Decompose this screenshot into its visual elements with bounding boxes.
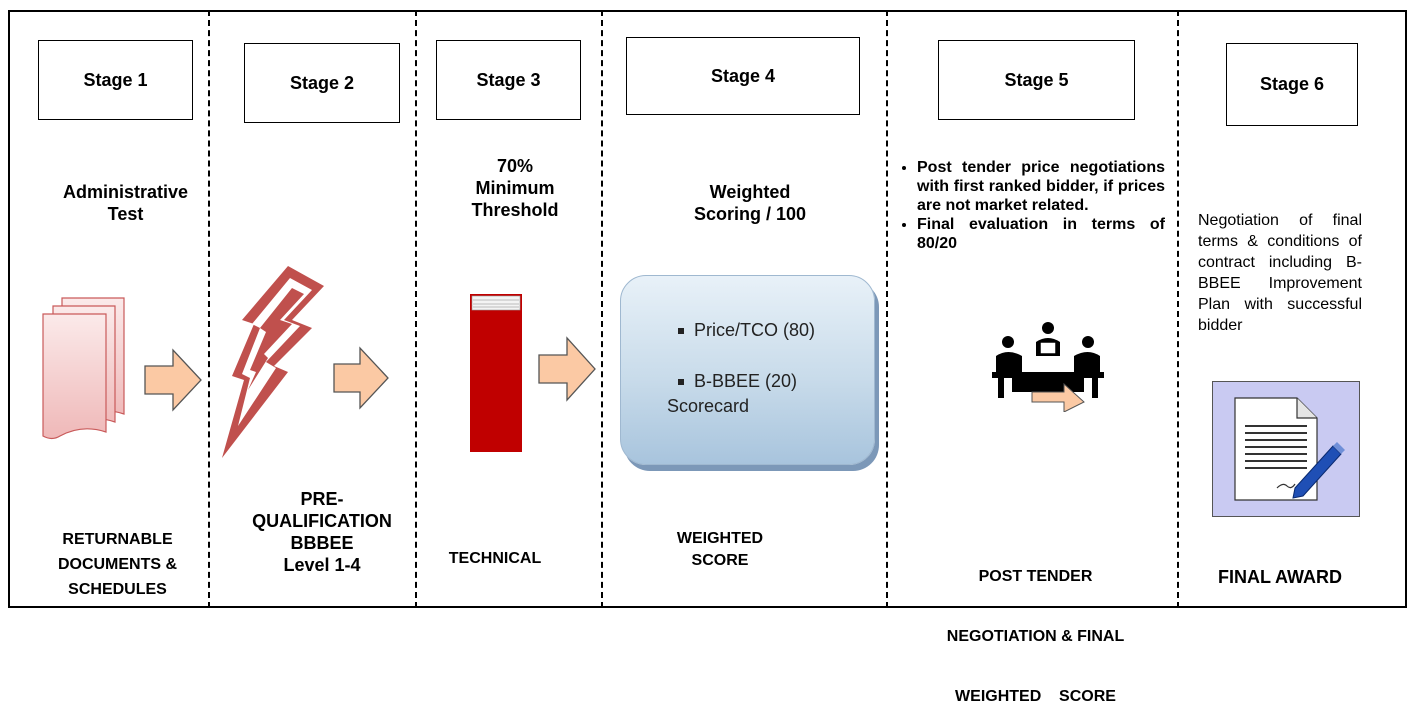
- award-panel: [1212, 381, 1360, 517]
- stage-4-box: Stage 4: [626, 37, 860, 115]
- criteria-price: Price/TCO (80): [678, 319, 815, 342]
- stage-1-box: Stage 1: [38, 40, 193, 120]
- stage-2-label: Stage 2: [289, 72, 355, 93]
- stage-4-bottom: WEIGHTED SCORE: [676, 530, 764, 569]
- arrow-right-icon: [144, 348, 202, 412]
- divider-2: [415, 10, 417, 608]
- stage-3-bottom: TECHNICAL: [448, 550, 542, 567]
- bullet-square-icon: [678, 328, 684, 335]
- arrow-right-icon: [538, 336, 596, 402]
- meeting-icon: [992, 322, 1104, 412]
- stage-1-bottom: RETURNABLE DOCUMENTS & SCHEDULES: [57, 531, 178, 598]
- stage-6-label: Stage 6: [1259, 74, 1325, 94]
- stage-3-box: Stage 3: [436, 40, 581, 120]
- diagram-frame: [8, 10, 1407, 608]
- lightning-bolt-icon: [222, 266, 324, 458]
- bullet-final-evaluation: Final evaluation in terms of 80/20: [917, 215, 1165, 253]
- criteria-panel: Price/TCO (80) B-BBEE (20) Scorecard: [620, 275, 875, 465]
- stage-6-box: Stage 6: [1226, 43, 1358, 126]
- stage-1-title: Administrative Test: [62, 182, 189, 224]
- criteria-scorecard: Scorecard: [667, 396, 750, 416]
- stage-6-bottom: FINAL AWARD: [1218, 567, 1342, 587]
- stage-4-label: Stage 4: [710, 65, 776, 86]
- stage-5-bottom: POST TENDER NEGOTIATION & FINAL WEIGHTED…: [946, 568, 1125, 705]
- stage-6-description: Negotiation of final terms & conditions …: [1198, 212, 1362, 334]
- stage-2-box: Stage 2: [244, 43, 400, 123]
- stage-5-bullets: Post tender price negotiations with firs…: [903, 158, 1165, 253]
- stage-3-title: 70% Minimum Threshold: [471, 156, 559, 220]
- criteria-bbbee: B-BBEE (20): [678, 370, 797, 393]
- book-icon: [470, 294, 522, 452]
- stage-1-label: Stage 1: [83, 69, 148, 90]
- divider-4: [886, 10, 888, 608]
- stage-5-label: Stage 5: [1004, 69, 1069, 90]
- stage-2-bottom: PRE- QUALIFICATION BBBEE Level 1-4: [252, 489, 392, 575]
- bullet-negotiation: Post tender price negotiations with firs…: [917, 158, 1165, 215]
- arrow-right-icon: [333, 346, 389, 410]
- divider-5: [1177, 10, 1179, 608]
- stage-5-box: Stage 5: [938, 40, 1135, 120]
- stage-3-label: Stage 3: [476, 69, 541, 90]
- divider-1: [208, 10, 210, 608]
- stage-4-title: Weighted Scoring / 100: [693, 182, 807, 224]
- signed-document-icon: [1234, 397, 1345, 501]
- documents-icon: [42, 297, 125, 440]
- bullet-square-icon: [678, 379, 684, 386]
- divider-3: [601, 10, 603, 608]
